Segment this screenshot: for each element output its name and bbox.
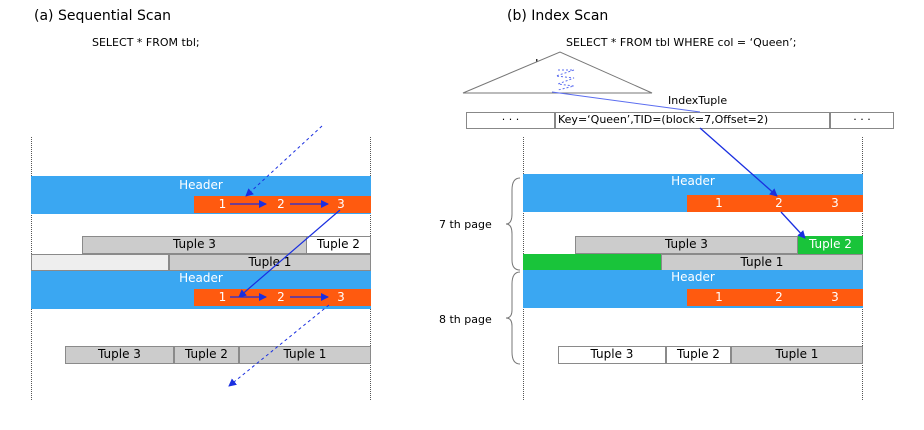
index-tuple-entry: Key=‘Queen’,TID=(block=7,Offset=2) — [555, 112, 830, 129]
seq-scan-next-page-arrow — [238, 209, 341, 298]
page8-line-pointer-2: 2 — [751, 289, 807, 306]
page8-tuple-3: Tuple 3 — [558, 346, 666, 364]
index-tuple-label: IndexTuple — [668, 94, 728, 107]
left-page2-tuple-3: Tuple 3 — [65, 346, 174, 364]
seq-scan-enter-arrow — [245, 125, 323, 197]
page7-line-pointer-1: 1 — [687, 195, 751, 212]
page8-line-pointer-1: 1 — [687, 289, 751, 306]
page8-label: 8 th page — [439, 313, 492, 326]
sequential-scan-title: (a) Sequential Scan — [34, 8, 172, 24]
page7-bracket — [505, 177, 521, 271]
page7-tuple-2-highlighted: Tuple 2 — [798, 236, 863, 254]
left-page2-tuple-1: Tuple 1 — [239, 346, 371, 364]
left-page1-tuple-3: Tuple 3 — [82, 236, 307, 254]
left-page1-tuple-2: Tuple 2 — [306, 236, 371, 254]
page8-header-label: Header — [671, 270, 715, 284]
page7-line-pointer-2: 2 — [751, 195, 807, 212]
page7-tuple-3: Tuple 3 — [575, 236, 798, 254]
index-scan-query: SELECT * FROM tbl WHERE col = ‘Queen’; — [566, 36, 797, 49]
seq-scan-exit-arrow — [228, 304, 330, 387]
index-tree-icon — [462, 51, 653, 94]
index-to-indextuple-arrow — [551, 91, 701, 113]
index-tuple-left-dots: · · · — [466, 112, 555, 129]
line-pointer-to-tuple-arrow — [780, 211, 806, 239]
index-scan-title: (b) Index Scan — [507, 8, 609, 24]
sequential-scan-query: SELECT * FROM tbl; — [92, 36, 200, 49]
index-lookup-path — [555, 69, 575, 91]
page7-label: 7 th page — [439, 218, 492, 231]
left-page2-line-pointer-1: 1 — [194, 289, 251, 306]
left-page1-free-area — [31, 254, 169, 271]
page7-line-pointer-3: 3 — [807, 195, 863, 212]
page8-tuple-2: Tuple 2 — [666, 346, 731, 364]
index-tuple-right-dots: · · · — [830, 112, 894, 129]
page8-tuple-1: Tuple 1 — [731, 346, 863, 364]
left-page1-line-pointer-1: 1 — [194, 196, 251, 213]
tid-to-line-pointer-arrow — [699, 127, 778, 197]
left-page2-header-label: Header — [179, 271, 223, 285]
page7-highlight-bar — [523, 254, 661, 271]
page8-line-pointer-3: 3 — [807, 289, 863, 306]
page7-header-label: Header — [671, 174, 715, 188]
page7-tuple-1: Tuple 1 — [661, 254, 863, 271]
page8-bracket — [505, 271, 521, 365]
left-page1-header-label: Header — [179, 178, 223, 192]
left-page2-tuple-2: Tuple 2 — [174, 346, 239, 364]
